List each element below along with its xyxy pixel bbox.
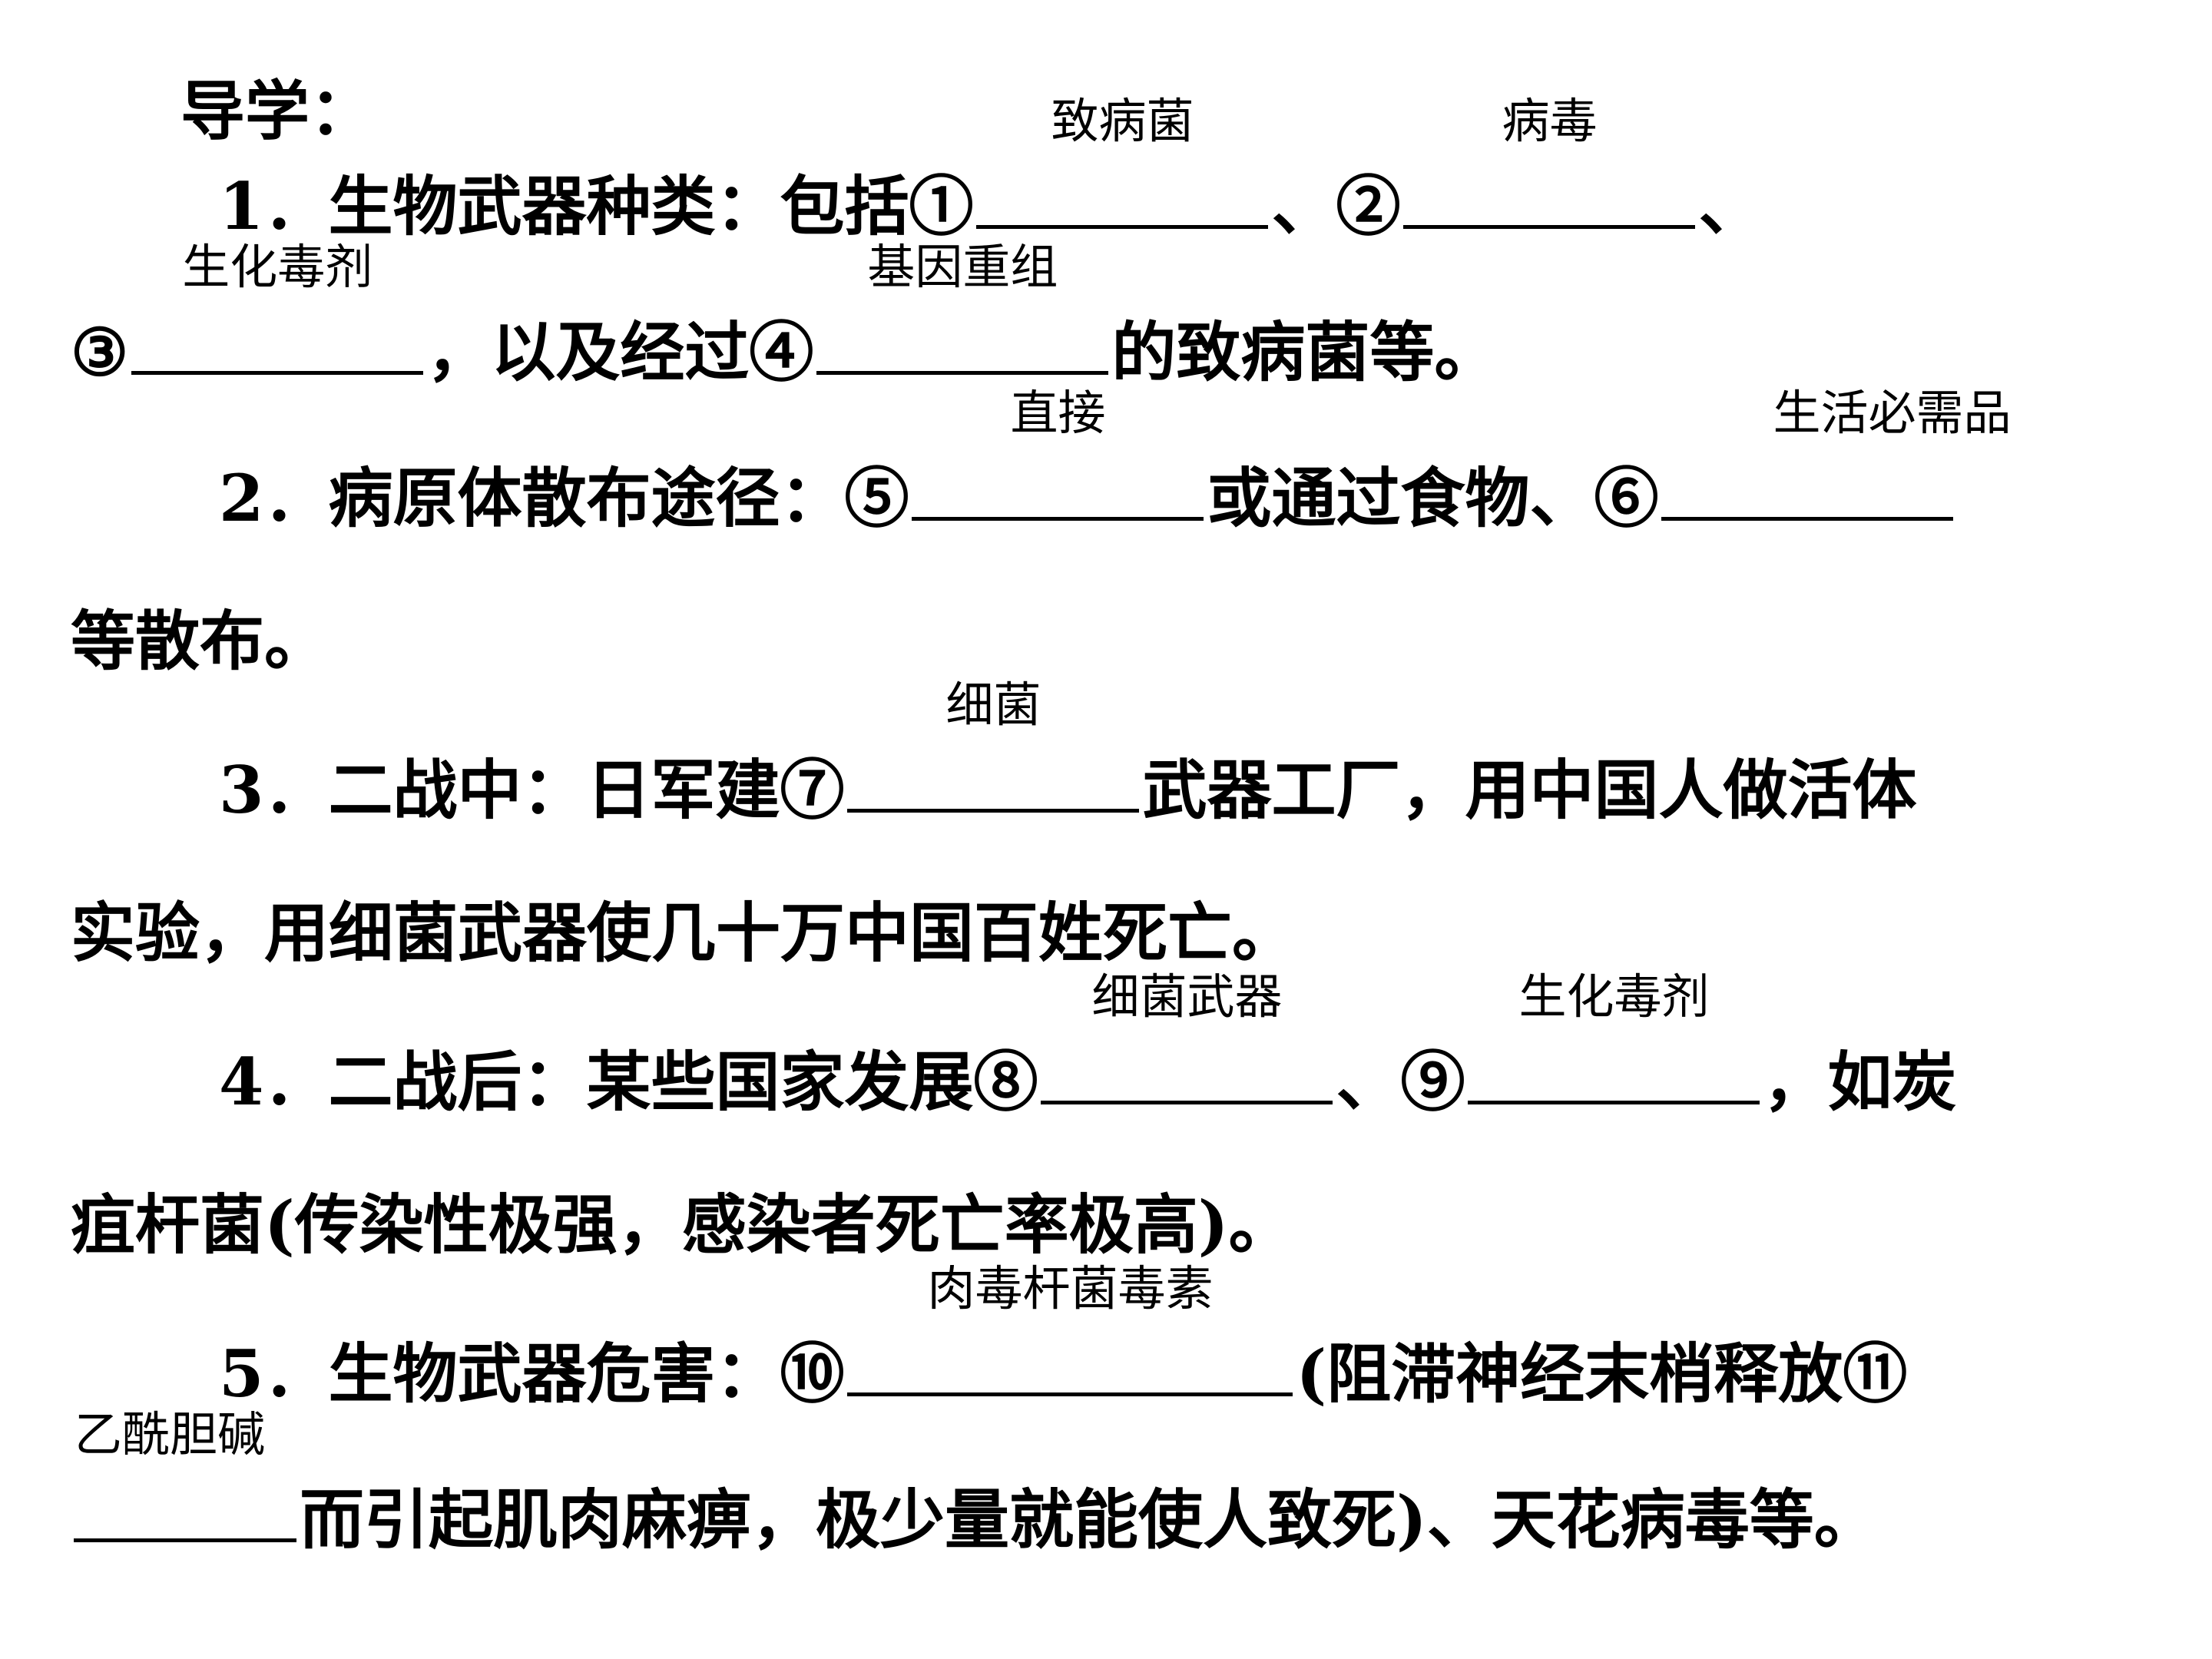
item-5-text-c: 而引起肌肉麻痹，极少量就能使人致死)、天花病毒等。 [300, 1482, 1879, 1558]
item-3-text-b: 武器工厂，用中国人做活体 [1142, 752, 1917, 828]
item-5-text-a: 5．生物武器危害：⑩ [219, 1336, 845, 1412]
answer-10: 肉毒杆菌毒素 [927, 1260, 1214, 1316]
item-2-text-b: 或通过食物、⑥ [1207, 460, 1659, 536]
item-1-text-c: 、 [1698, 168, 1763, 244]
answer-4: 基因重组 [867, 239, 1058, 295]
blank-5[interactable]: 直接 [912, 386, 1204, 521]
blank-4[interactable]: 基因重组 [816, 240, 1109, 375]
item-4-line-2: 疽杆菌(传染性极强，感染者死亡率极高)。 [71, 1187, 1293, 1263]
answer-1: 致病菌 [1051, 93, 1194, 149]
item-4-text-b: 、⑨ [1336, 1044, 1465, 1120]
answer-6: 生活必需品 [1773, 385, 2012, 441]
item-1-text-d: ③ [71, 314, 129, 390]
page-title: 导学： [180, 73, 375, 149]
item-3-text-a: 3．二战中：日军建⑦ [219, 752, 845, 828]
blank-10[interactable]: 肉毒杆菌毒素 [847, 1262, 1293, 1396]
blank-3[interactable]: 生化毒剂 [131, 240, 424, 375]
item-2-line-2: 等散布。 [71, 603, 329, 679]
answer-2: 病毒 [1502, 93, 1598, 149]
item-4-text-c: ，如炭 [1763, 1044, 1957, 1120]
item-1-text-b: 、② [1271, 168, 1401, 244]
item-3-line-1: 3．二战中：日军建⑦ 细菌武器工厂，用中国人做活体 [219, 678, 1917, 829]
item-5-line-1: 5．生物武器危害：⑩ 肉毒杆菌毒素 (阻滞神经末梢释放⑪ [219, 1262, 1908, 1412]
answer-9: 生化毒剂 [1518, 969, 1710, 1025]
item-1-line-1: 1．生物武器种类：包括① 致病菌、② 病毒、 [219, 94, 1763, 245]
item-2-line-1: 2．病原体散布途径：⑤ 直接或通过食物、⑥ 生活必需品 [219, 386, 2011, 537]
item-2-text-a: 2．病原体散布途径：⑤ [219, 460, 909, 536]
item-1-text-e: ，以及经过④ [426, 314, 814, 390]
blank-2[interactable]: 病毒 [1403, 94, 1696, 229]
answer-11: 乙酰胆碱 [74, 1406, 265, 1462]
answer-5: 直接 [1010, 385, 1106, 441]
item-4-text-a: 4．二战后：某些国家发展⑧ [219, 1044, 1038, 1120]
blank-7[interactable]: 细菌 [847, 678, 1140, 813]
item-4-line-1: 4．二战后：某些国家发展⑧ 细菌武器、⑨ 生化毒剂 ，如炭 [219, 970, 1957, 1121]
blank-1[interactable]: 致病菌 [976, 94, 1269, 229]
item-1-line-2: ③ 生化毒剂 ，以及经过④ 基因重组的致病菌等。 [71, 240, 1499, 391]
blank-6[interactable]: 生活必需品 [1661, 386, 2011, 521]
answer-8: 细菌武器 [1091, 969, 1283, 1025]
blank-11[interactable]: 乙酰胆碱 [74, 1408, 296, 1542]
item-1-text-f: 的致病菌等。 [1111, 314, 1499, 390]
blank-9[interactable]: 生化毒剂 [1468, 970, 1760, 1104]
item-3-line-2: 实验，用细菌武器使几十万中国百姓死亡。 [71, 895, 1297, 971]
answer-7: 细菌 [945, 677, 1041, 733]
item-1-text-a: 1．生物武器种类：包括① [219, 168, 974, 244]
blank-8[interactable]: 细菌武器 [1041, 970, 1333, 1104]
item-5-line-2: 乙酰胆碱而引起肌肉麻痹，极少量就能使人致死)、天花病毒等。 [71, 1408, 1879, 1558]
answer-3: 生化毒剂 [182, 239, 373, 295]
item-5-text-b: (阻滞神经末梢释放⑪ [1296, 1336, 1908, 1412]
